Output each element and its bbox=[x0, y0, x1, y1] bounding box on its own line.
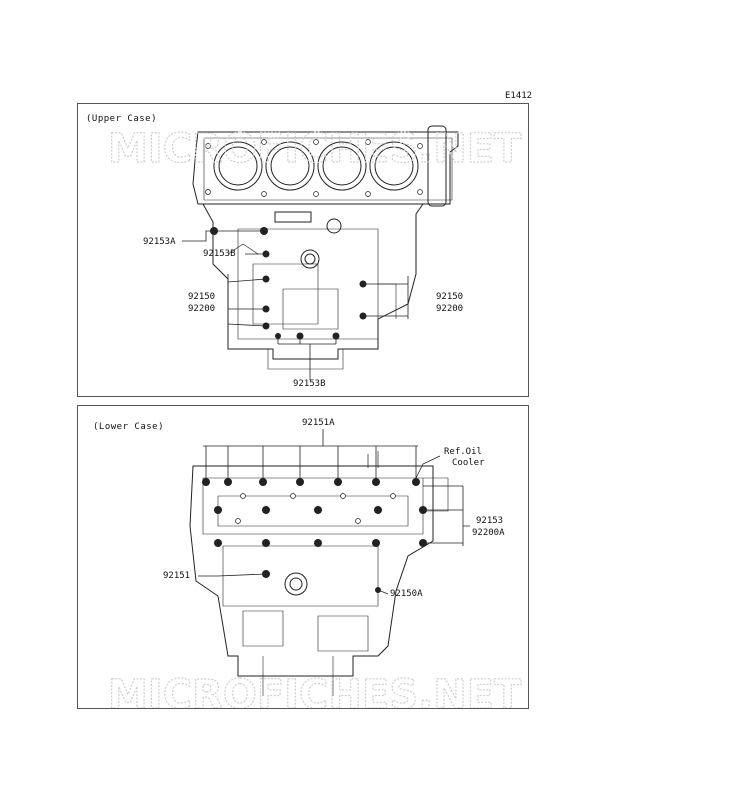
callout-92153A: 92153A bbox=[143, 237, 176, 247]
diagram-code: E1412 bbox=[505, 91, 533, 101]
upper-case-title: (Upper Case) bbox=[86, 114, 158, 124]
callout-92153B-bottom: 92153B bbox=[293, 379, 326, 389]
callout-92153: 92153 bbox=[476, 516, 504, 526]
callout-92150-right: 92150 bbox=[436, 292, 464, 302]
upper-case-panel: (Upper Case) bbox=[77, 103, 529, 397]
upper-case-drawing: MICROFICHES.NET bbox=[107, 125, 523, 380]
callout-92150A: 92150A bbox=[390, 589, 423, 599]
callout-ref-oil-line1: Ref.Oil bbox=[444, 447, 482, 457]
callout-92151: 92151 bbox=[163, 571, 191, 581]
lower-case-title: (Lower Case) bbox=[93, 422, 165, 432]
callout-92151A: 92151A bbox=[302, 418, 335, 428]
callout-92150-left: 92150 bbox=[188, 292, 216, 302]
lower-case-panel: (Lower Case) bbox=[77, 405, 529, 709]
callout-92153B-left: 92153B bbox=[203, 249, 236, 259]
callout-92200-right: 92200 bbox=[436, 304, 464, 314]
upper-watermark: MICROFICHES.NET bbox=[108, 126, 522, 172]
callout-92200-left: 92200 bbox=[188, 304, 216, 314]
callout-92200A: 92200A bbox=[472, 528, 505, 538]
callout-ref-oil-line2: Cooler bbox=[452, 458, 485, 468]
lower-watermark: MICROFICHES.NET bbox=[108, 672, 522, 708]
lower-case-drawing: MICROFICHES.NET bbox=[107, 429, 523, 708]
